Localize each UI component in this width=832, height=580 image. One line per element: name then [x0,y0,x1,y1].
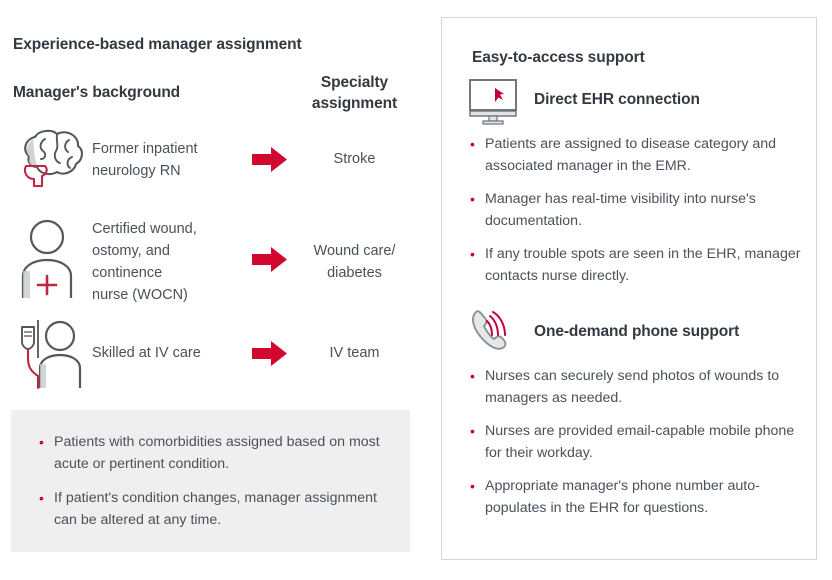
bullet-glyph: • [470,246,475,262]
assignment-row-background-label: Certified wound, ostomy, and continence … [92,218,197,306]
right-arrow-icon [252,246,296,274]
notes-list: • Patients with comorbidities assigned b… [37,432,389,531]
background-line2: neurology RN [92,163,181,179]
support-list-item: • Manager has real-time visibility into … [468,189,804,232]
background-line1: Certified wound, [92,221,197,237]
assignment-row-specialty: Stroke [292,148,417,170]
iv-drip-icon [12,318,90,395]
support-panel: Easy-to-access support Direct EHR connec… [441,17,817,560]
phone-ring-icon [467,306,523,363]
support-bullet-list: • Nurses can securely send photos of wou… [468,366,804,519]
assignment-row-wound-care: Certified wound, ostomy, and continence … [0,214,424,310]
left-column: Experience-based manager assignment Mana… [0,36,424,552]
support-section-phone: One-demand phone support • Nurses can se… [442,306,818,516]
background-line3: continence [92,265,163,281]
background-line2: ostomy, and [92,243,170,259]
support-list-item: • Nurses can securely send photos of wou… [468,366,804,409]
assignment-row-background-label: Former inpatient neurology RN [92,138,198,182]
support-bullet-text: Nurses are provided email-capable mobile… [485,423,795,461]
monitor-cursor-icon [467,78,523,131]
background-line1: Former inpatient [92,141,198,157]
support-list-item: • Appropriate manager's phone number aut… [468,476,804,519]
support-list-item: • Nurses are provided email-capable mobi… [468,421,804,464]
assignment-row-background-label: Skilled at IV care [92,342,201,364]
right-arrow-icon [252,146,296,174]
assignment-row-iv-team: Skilled at IV care IV team [0,318,424,390]
column-header-specialty-assignment: Specialty assignment [292,72,417,114]
support-section-heading: Direct EHR connection [534,91,700,108]
right-arrow-icon [252,340,296,368]
background-line4: nurse (WOCN) [92,287,188,303]
specialty-line1: Stroke [333,151,376,167]
support-bullet-text: If any trouble spots are seen in the EHR… [485,246,801,284]
support-bullet-list: • Patients are assigned to disease categ… [468,134,804,287]
note-list-item: • If patient's condition changes, manage… [37,488,389,531]
notes-panel: • Patients with comorbidities assigned b… [11,410,410,552]
support-list-item: • If any trouble spots are seen in the E… [468,244,804,287]
column-header-managers-background: Manager's background [13,84,181,101]
support-section-header: Direct EHR connection [442,78,818,125]
bullet-glyph: • [470,136,475,152]
bullet-glyph: • [470,478,475,494]
support-bullet-text: Nurses can securely send photos of wound… [485,368,780,406]
support-panel-title: Easy-to-access support [472,49,645,66]
support-list-item: • Patients are assigned to disease categ… [468,134,804,177]
assignment-row-stroke: Former inpatient neurology RN Stroke [0,126,424,200]
bullet-glyph: • [39,490,44,506]
brain-icon [12,126,90,199]
bullet-glyph: • [470,423,475,439]
support-bullet-text: Patients are assigned to disease categor… [485,136,777,174]
note-list-item: • Patients with comorbidities assigned b… [37,432,389,475]
left-column-title: Experience-based manager assignment [13,36,302,53]
specialty-line2: diabetes [327,265,382,281]
support-section-header: One-demand phone support [442,306,818,352]
specialty-line1: Wound care/ [313,243,396,259]
background-line1: Skilled at IV care [92,345,201,361]
note-text: If patient's condition changes, manager … [54,490,377,528]
support-section-heading: One-demand phone support [534,323,740,340]
support-section-ehr: Direct EHR connection • Patients are ass… [442,78,818,284]
bullet-glyph: • [470,368,475,384]
support-bullet-text: Manager has real-time visibility into nu… [485,191,756,229]
assignment-row-specialty: IV team [292,342,417,364]
wound-care-nurse-icon [12,214,90,307]
bullet-glyph: • [39,434,44,450]
bullet-glyph: • [470,191,475,207]
specialty-line1: IV team [329,345,380,361]
column-header-specialty-line2: assignment [311,95,398,112]
column-header-specialty-line1: Specialty [320,74,389,91]
support-bullet-text: Appropriate manager's phone number auto-… [485,478,760,516]
assignment-row-specialty: Wound care/ diabetes [292,240,417,284]
note-text: Patients with comorbidities assigned bas… [54,434,380,472]
